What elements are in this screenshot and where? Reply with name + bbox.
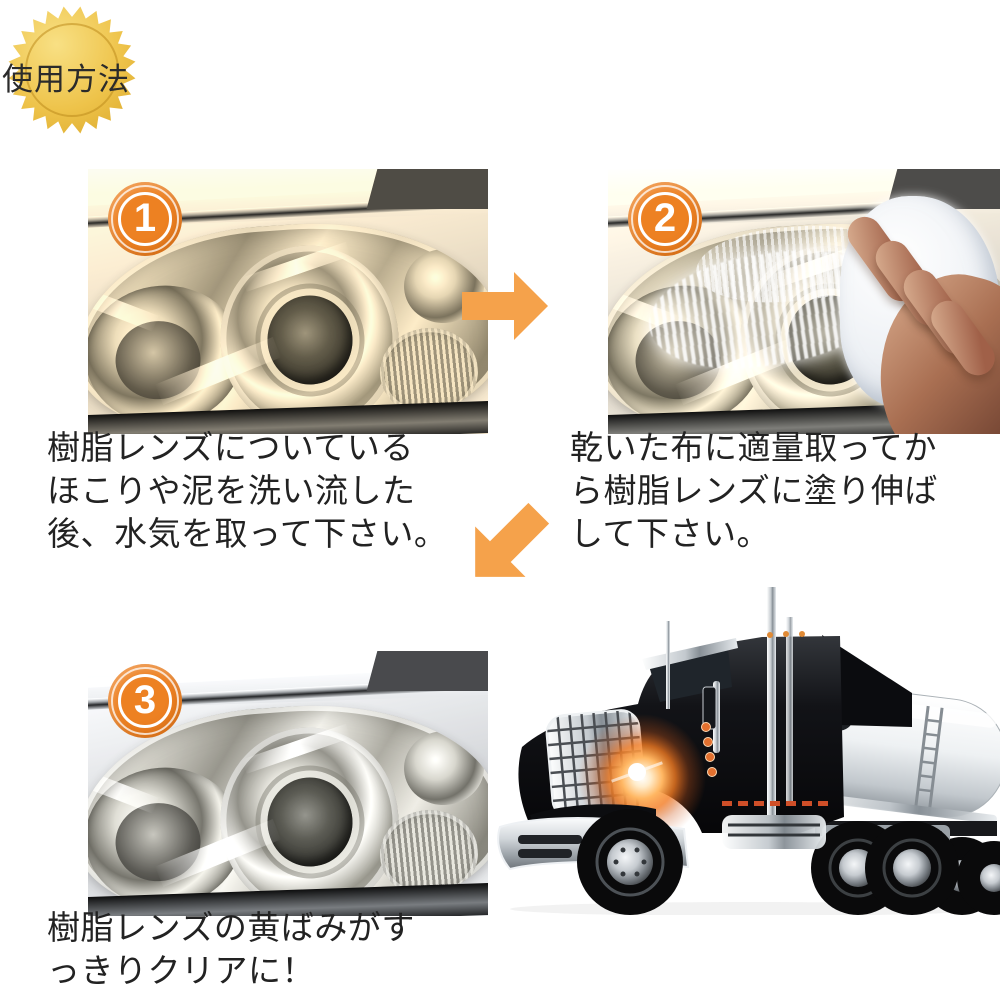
usage-method-title: 使用方法 [2,62,130,97]
drive-wheels [811,821,959,915]
caption-line: ら樹脂レンズに塗り伸ば [570,472,938,509]
antenna [666,621,670,709]
step3-photo-clear-headlight: 3 [88,651,488,916]
tanker-ladder [913,705,944,816]
truck-illustration [497,587,1000,915]
amber-marker-lights [701,722,717,777]
caption-line: 乾いた布に適量取ってか [570,429,937,466]
dark-corner-panel [366,169,488,209]
caption-line: 後、水気を取って下さい。 [47,515,448,552]
roof-fairing [822,635,912,727]
exhaust-stack [767,587,776,815]
step2-photo-wiping-headlight: 2 [608,169,1000,434]
step2-number-badge: 2 [628,182,702,256]
caption-line: 樹脂レンズについている [47,429,414,466]
exhaust-stack [786,617,793,803]
front-wheel [577,809,683,915]
caption-line: して下さい。 [570,515,771,552]
step-number: 2 [653,196,677,240]
fuel-tank-step [722,815,826,849]
caption-line: ほこりや泥を洗い流した [47,472,416,509]
step1-caption: 樹脂レンズについている ほこりや泥を洗い流した 後、水気を取って下さい。 [47,426,447,555]
caption-line: 樹脂レンズの黄ばみがす [47,909,415,946]
arrow-right-icon [462,272,548,340]
arrow-down-left-icon [475,502,550,577]
roof-marker-lights [767,631,805,638]
step1-number-badge: 1 [108,182,182,256]
step3-number-badge: 3 [108,664,182,738]
step2-caption: 乾いた布に適量取ってか ら樹脂レンズに塗り伸ば して下さい。 [570,426,938,555]
step1-photo-dirty-headlight: 1 [88,169,488,434]
step3-caption: 樹脂レンズの黄ばみがす っきりクリアに！ [47,906,415,992]
step-number: 1 [133,196,157,240]
caption-line: っきりクリアに！ [47,952,315,989]
red-marker-dashes [722,801,828,806]
step-number: 3 [133,678,157,722]
